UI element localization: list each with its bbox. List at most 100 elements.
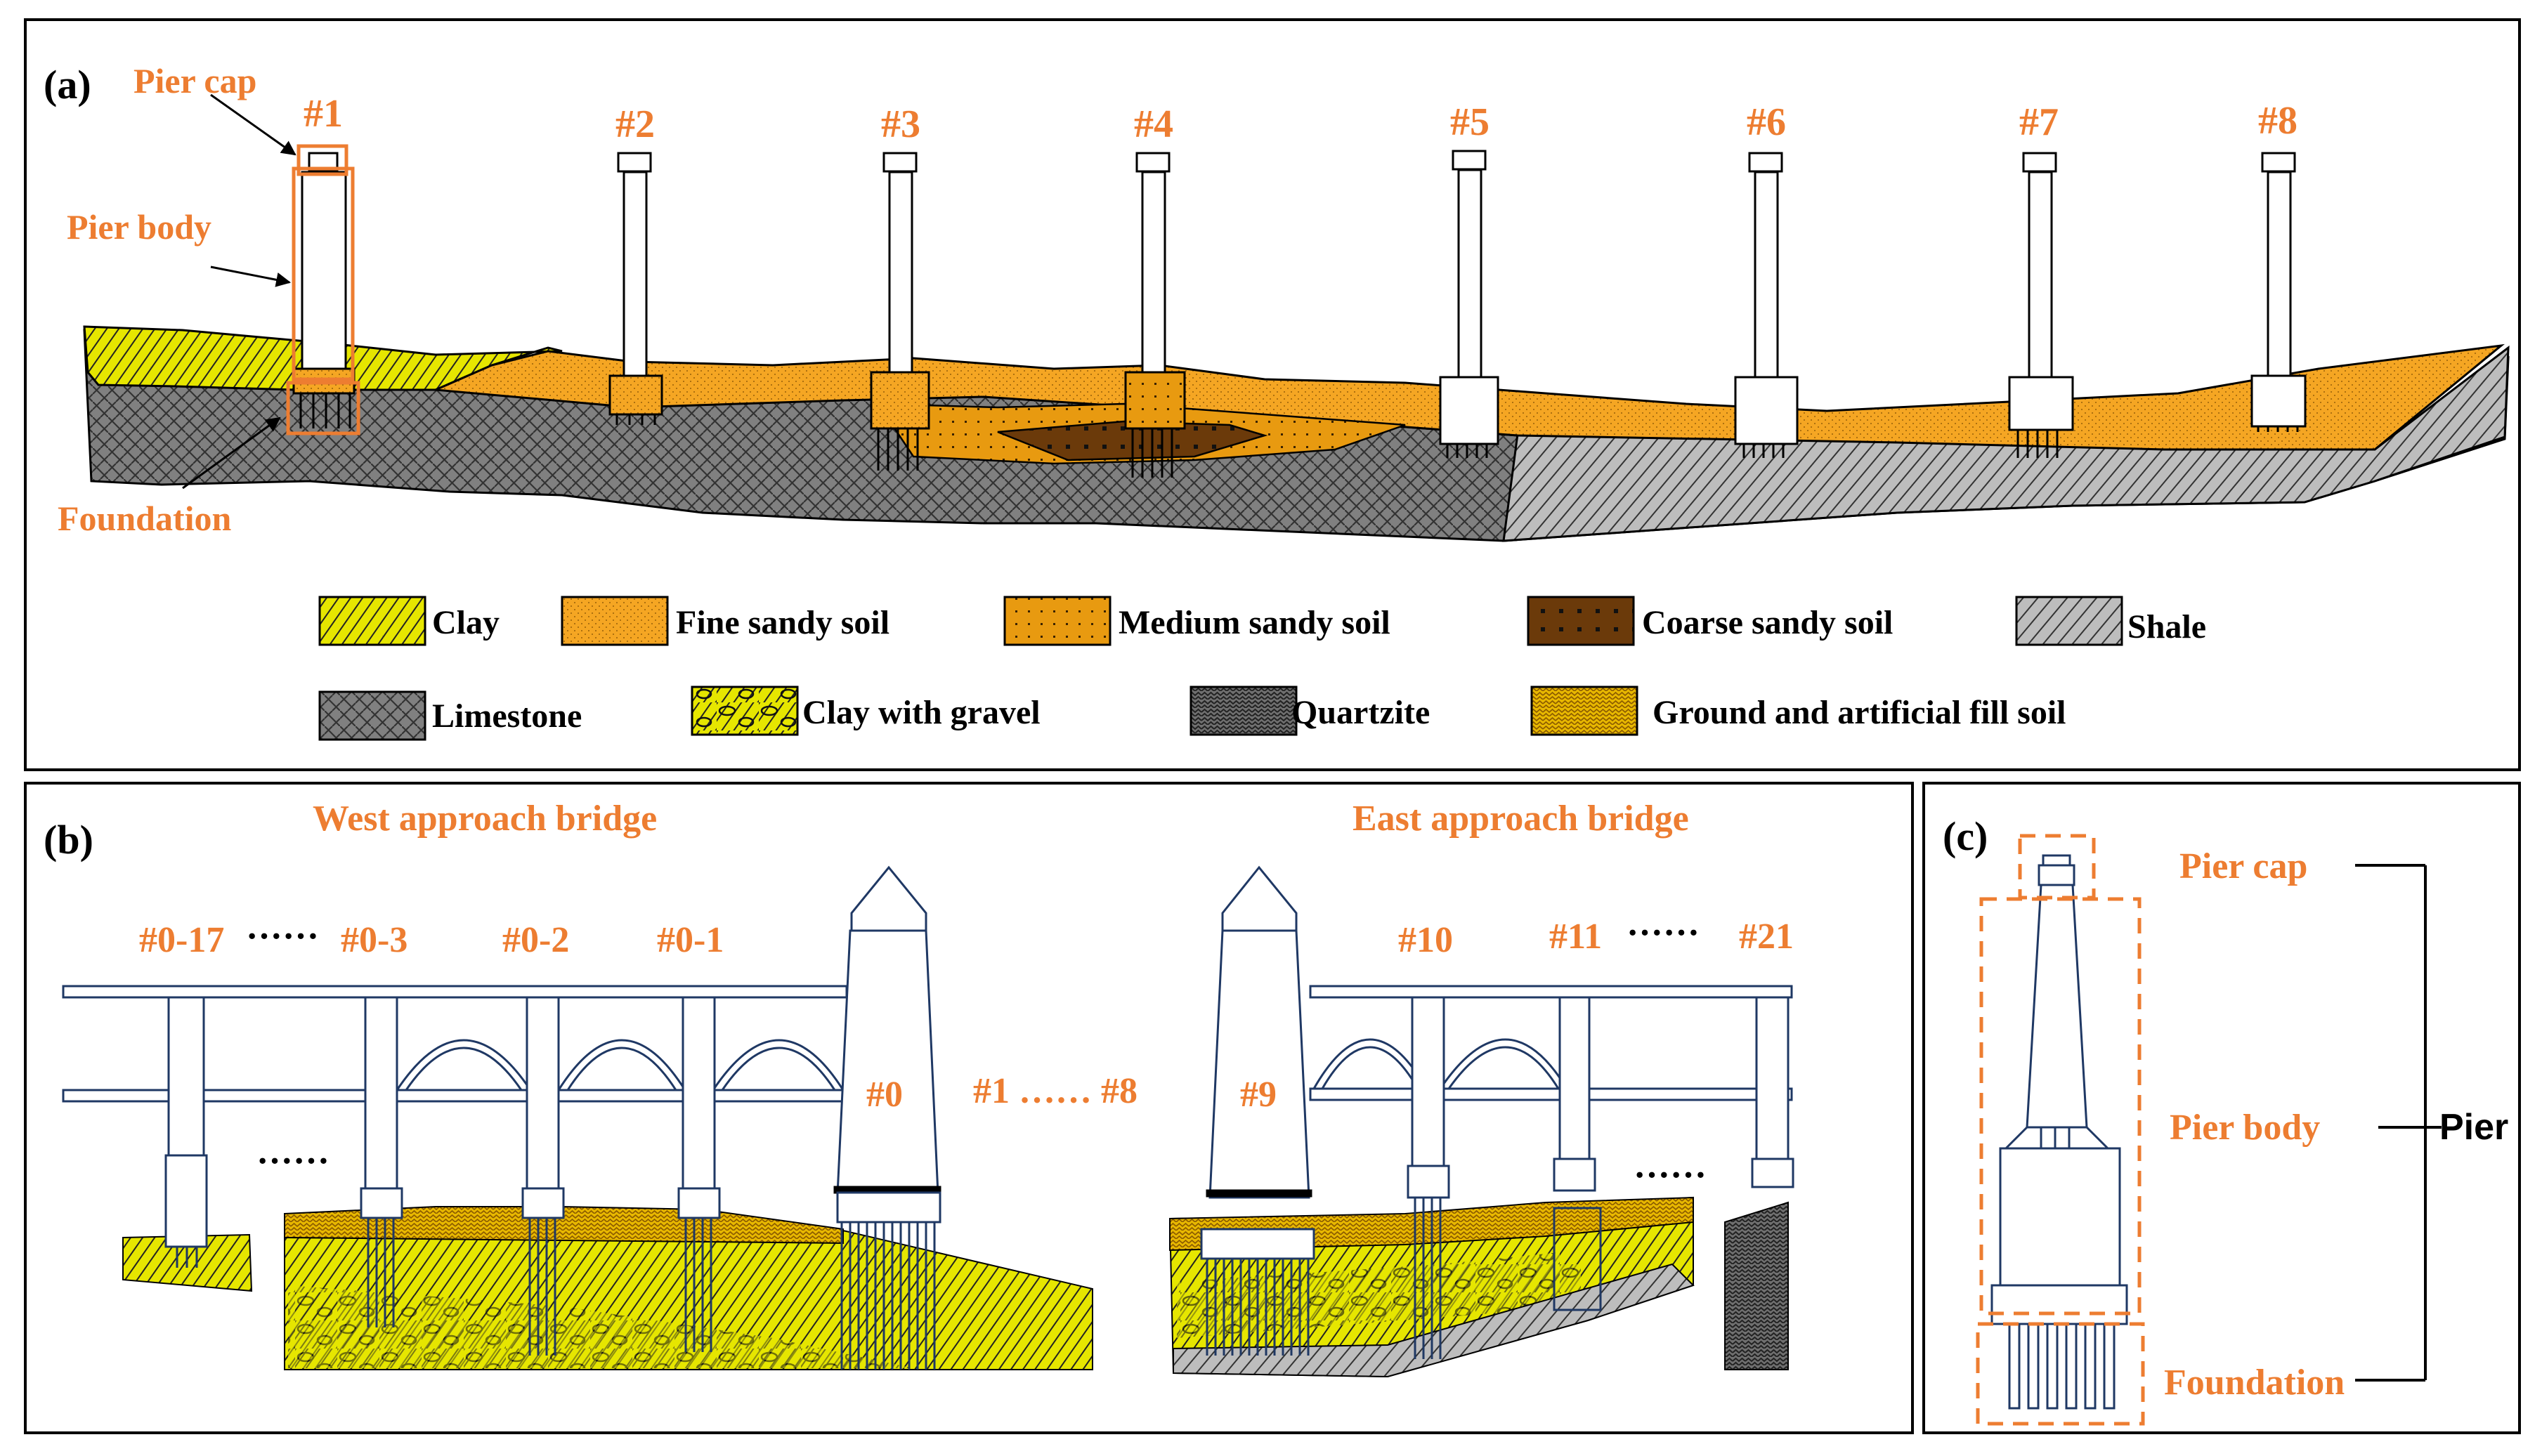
pier-10-base <box>1407 1165 1450 1199</box>
legend-label-quartzite: Quartzite <box>1291 694 1430 731</box>
pier-8-body <box>2267 171 2292 377</box>
legend-swatch-clay-gravel <box>691 686 799 736</box>
pier-5-footing <box>1439 376 1499 445</box>
pier-7-body <box>2028 171 2053 379</box>
panel-c-bracket <box>2355 864 2442 1382</box>
panel-c-frame <box>1922 782 2521 1434</box>
label-pier-21: #21 <box>1739 917 1794 957</box>
label-pier-9: #9 <box>1240 1075 1277 1115</box>
legend-label-fine-sand: Fine sandy soil <box>676 604 889 641</box>
east-gravel-zone <box>1177 1250 1581 1338</box>
pier-8-footing <box>2250 374 2307 428</box>
panel-a-piers <box>292 150 2307 478</box>
panel-a-arrows <box>182 93 296 490</box>
pier-0-17-base <box>164 1154 208 1248</box>
east-upper-deck <box>1309 985 1793 999</box>
c-foundation-highlight <box>1976 1322 2145 1426</box>
panel-b-piers <box>164 865 1794 1370</box>
east-lower-deck <box>1309 1087 1793 1101</box>
pier-7-cap <box>2022 152 2057 173</box>
pier-label-3: #3 <box>881 103 920 146</box>
pier-11-column <box>1558 996 1591 1160</box>
panel-a-tag: (a) <box>44 62 91 107</box>
pier-7-footing <box>2008 376 2074 431</box>
pier-8-cap <box>2261 152 2296 173</box>
c-pier-cap <box>2038 864 2075 886</box>
pier-3-body <box>888 171 913 374</box>
legend-swatch-quartzite <box>1189 686 1298 736</box>
pier-label-5: #5 <box>1450 100 1490 144</box>
legend-label-fill-soil: Ground and artificial fill soil <box>1653 694 2066 731</box>
foundation-highlight <box>286 381 360 435</box>
pier-21-column <box>1755 996 1790 1160</box>
pier-2-cap <box>617 152 652 173</box>
legend-swatch-shale <box>2015 596 2123 646</box>
pier-label-8: #8 <box>2258 99 2297 143</box>
legend-label-medium-sand: Medium sandy soil <box>1119 604 1390 641</box>
pier-3-footing <box>870 371 930 430</box>
pier-10-column <box>1411 996 1445 1167</box>
c-pier-footing <box>1990 1284 2128 1325</box>
pier-label-2: #2 <box>615 103 655 146</box>
east-approach-title: East approach bridge <box>1353 799 1689 839</box>
callout-pier-body: Pier body <box>67 207 211 247</box>
pier-label-4: #4 <box>1134 103 1173 146</box>
pier-0-3-column <box>364 996 398 1190</box>
legend-swatch-limestone <box>318 690 426 741</box>
pier-0-2-column <box>526 996 560 1190</box>
c-pier-body-block <box>1999 1147 2121 1287</box>
c-label-pier: Pier <box>2439 1107 2508 1148</box>
pier-5-cap <box>1452 150 1487 171</box>
tower-9 <box>1208 929 1310 1199</box>
panel-c-tag: (c) <box>1943 813 1988 859</box>
tower-0-base <box>836 1191 941 1224</box>
pier-4-body <box>1141 171 1166 374</box>
legend-swatch-fine-sand <box>561 596 669 646</box>
label-pier-11: #11 <box>1549 917 1602 957</box>
legend-label-limestone: Limestone <box>432 697 582 735</box>
panel-c-highlights <box>1976 834 2145 1426</box>
label-dots-east: ······ <box>1627 913 1700 953</box>
pier-body-highlight <box>292 166 355 381</box>
pier-4-footing <box>1124 371 1186 430</box>
c-pier-column <box>2026 884 2088 1129</box>
pier-0-3-base <box>360 1187 403 1219</box>
c-cap-highlight <box>2018 834 2096 900</box>
tower-9-base <box>1200 1228 1315 1260</box>
callout-foundation: Foundation <box>58 499 232 538</box>
legend-swatch-coarse-sand <box>1527 596 1635 646</box>
east-quartzite-block <box>1724 1201 1789 1370</box>
pier-6-body <box>1754 171 1779 379</box>
west-approach-title: West approach bridge <box>313 799 657 839</box>
pier-0-17-column <box>167 996 205 1157</box>
pier-5-body <box>1457 169 1482 379</box>
tower-9-band <box>1206 1189 1312 1198</box>
gap-dots-west: ······ <box>256 1141 330 1181</box>
c-body-highlight <box>1979 897 2142 1316</box>
panel-a-geology <box>83 325 2510 542</box>
pier-3-cap <box>882 152 918 173</box>
pier-label-6: #6 <box>1747 100 1786 144</box>
label-pier-0-17: #0-17 <box>139 920 224 960</box>
legend: Clay Fine sandy soil Medium sandy soil C… <box>318 596 2206 741</box>
panel-b-frame <box>24 782 1914 1434</box>
legend-swatch-medium-sand <box>1003 596 1112 646</box>
tower-0 <box>836 929 939 1195</box>
pier-0-1-base <box>677 1187 721 1219</box>
pier-11-base <box>1553 1157 1596 1192</box>
c-label-pier-cap: Pier cap <box>2179 846 2307 886</box>
legend-swatch-clay <box>318 596 426 646</box>
gap-dots-east: ······ <box>1634 1155 1707 1195</box>
pier-0-2-base <box>521 1187 565 1219</box>
west-upper-deck <box>62 985 848 999</box>
pier-label-7: #7 <box>2019 100 2059 144</box>
pier-11-foundation <box>1553 1207 1602 1311</box>
panel-b-ground <box>122 1196 1789 1378</box>
pier-1-highlights <box>286 144 360 435</box>
panel-c-pier <box>1990 854 2128 1410</box>
legend-label-coarse-sand: Coarse sandy soil <box>1642 604 1893 641</box>
panel-a-frame <box>24 18 2521 771</box>
panel-b-tag: (b) <box>44 817 93 863</box>
tower-0-spire <box>850 865 927 932</box>
label-pier-0-1: #0-1 <box>657 920 724 960</box>
